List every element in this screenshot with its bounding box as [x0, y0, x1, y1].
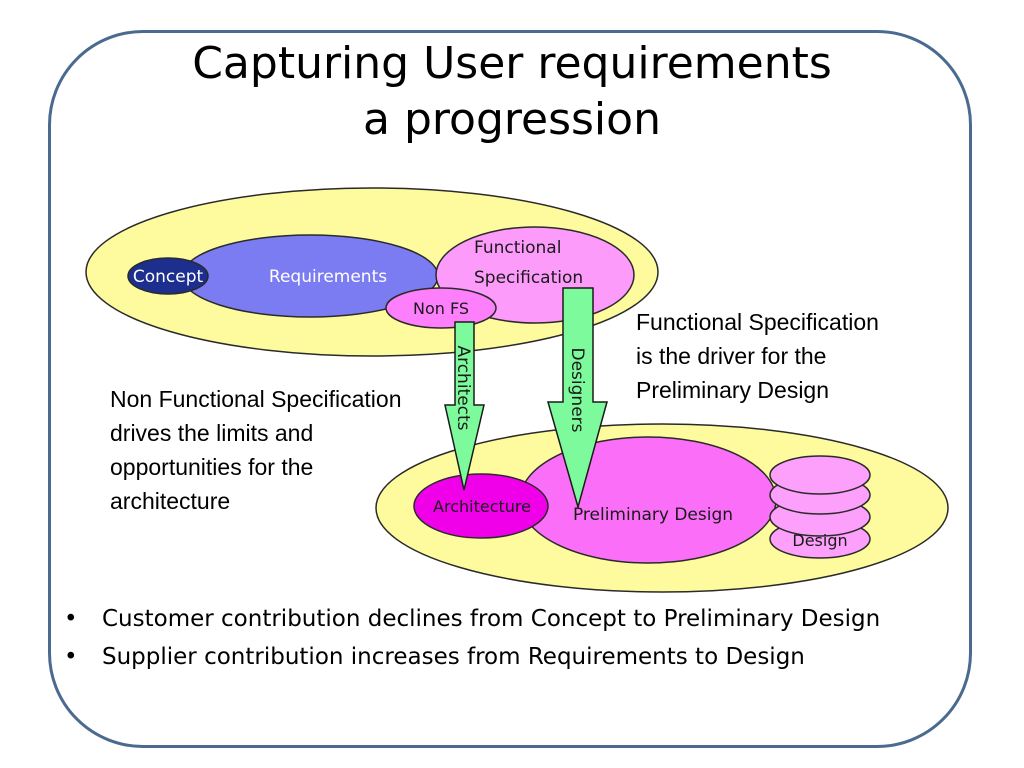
- functional-note-line-2: is the driver for the: [636, 343, 827, 369]
- non-fs-ellipse: [385, 287, 497, 329]
- design-layer: [769, 455, 871, 495]
- design-stack: [769, 455, 871, 559]
- functional-spec-note: Functional Specification is the driver f…: [636, 305, 879, 407]
- nonfunctional-note-line-3: opportunities for the: [110, 454, 314, 480]
- title-line-2: a progression: [363, 94, 661, 145]
- design-label: Design: [792, 531, 847, 550]
- title-line-1: Capturing User requirements: [192, 38, 832, 89]
- slide-frame: [48, 30, 972, 748]
- architecture-label: Architecture: [433, 497, 531, 516]
- functional-specification-label-line-2: Specification: [474, 268, 583, 288]
- non-fs-label: Non FS: [413, 299, 469, 318]
- preliminary-design-label: Preliminary Design: [573, 505, 733, 525]
- functional-note-line-1: Functional Specification: [636, 309, 879, 335]
- architects-arrow: [444, 321, 485, 491]
- nonfunctional-note-line-4: architecture: [110, 488, 231, 514]
- bullet-list: Customer contribution declines from Conc…: [60, 600, 880, 676]
- concept-ellipse: [127, 257, 209, 295]
- bullet-item: Supplier contribution increases from Req…: [60, 638, 880, 676]
- architects-label: Architects: [453, 345, 473, 430]
- preliminary-design-ellipse: [519, 436, 777, 564]
- architecture-ellipse: [413, 473, 549, 539]
- page-title: Capturing User requirements a progressio…: [0, 36, 1024, 148]
- functional-note-line-3: Preliminary Design: [636, 377, 830, 403]
- designers-arrow: [547, 287, 608, 510]
- concept-label: Concept: [133, 267, 204, 287]
- designers-label: Designers: [567, 348, 587, 433]
- nonfunctional-note-line-2: drives the limits and: [110, 420, 314, 446]
- bullet-item: Customer contribution declines from Conc…: [60, 600, 880, 638]
- non-functional-spec-note: Non Functional Specification drives the …: [110, 382, 402, 518]
- nonfunctional-note-line-1: Non Functional Specification: [110, 386, 402, 412]
- requirements-label: Requirements: [269, 267, 387, 287]
- functional-specification-label-line-1: Functional: [474, 238, 561, 258]
